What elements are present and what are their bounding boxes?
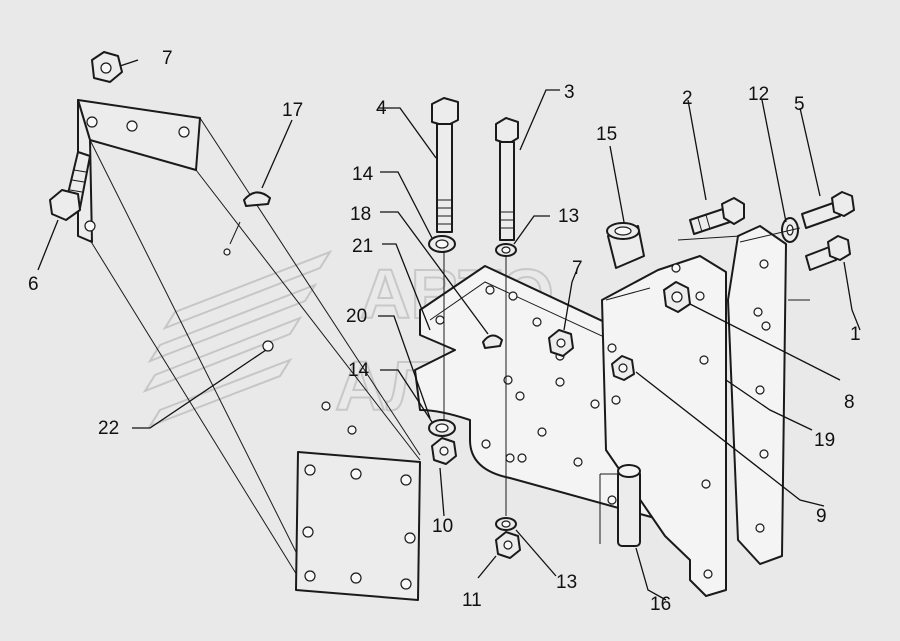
assembly-guide-lines bbox=[443, 227, 810, 516]
bolt-6-part bbox=[49, 151, 91, 221]
bushing-15-part bbox=[606, 222, 645, 269]
callout-7-middle: 7 bbox=[572, 258, 583, 279]
callout-7-top: 7 bbox=[162, 48, 173, 69]
callout-12: 12 bbox=[748, 84, 769, 105]
bolt-1-part bbox=[805, 235, 851, 271]
nut-8-part bbox=[663, 281, 691, 313]
nut-7-middle-part bbox=[548, 329, 574, 357]
nut-9-part bbox=[611, 355, 635, 381]
callout-14-lower: 14 bbox=[348, 360, 370, 381]
washer-14-top-part bbox=[428, 235, 456, 253]
nut-10-part bbox=[431, 437, 457, 465]
callout-22: 22 bbox=[98, 418, 119, 439]
watermark-logo bbox=[142, 249, 333, 429]
bolt-3-part bbox=[495, 117, 519, 241]
callout-16: 16 bbox=[650, 594, 671, 615]
callout-5: 5 bbox=[794, 94, 805, 115]
callout-20: 20 bbox=[346, 306, 367, 327]
callout-9: 9 bbox=[816, 506, 827, 527]
bolt-2-part bbox=[689, 197, 745, 235]
callout-1: 1 bbox=[850, 324, 861, 345]
washer-14-lower-part bbox=[428, 419, 456, 437]
end-plate-part bbox=[295, 451, 421, 601]
plug-18-part bbox=[482, 334, 503, 349]
leader-lines bbox=[37, 59, 861, 601]
callout-6: 6 bbox=[28, 274, 39, 295]
callout-18: 18 bbox=[350, 204, 371, 225]
callout-19: 19 bbox=[814, 430, 835, 451]
washer-13-lower-part bbox=[495, 517, 517, 531]
callout-10: 10 bbox=[432, 516, 453, 537]
bolt-4-part bbox=[431, 97, 459, 233]
callout-4: 4 bbox=[376, 98, 387, 119]
washer-13-top-part bbox=[495, 243, 517, 257]
callout-17: 17 bbox=[282, 100, 303, 121]
callout-21: 21 bbox=[352, 236, 373, 257]
rear-vertical-plate-part bbox=[727, 225, 787, 565]
callout-8: 8 bbox=[844, 392, 855, 413]
pin-16-part bbox=[599, 464, 641, 547]
nut-11-part bbox=[495, 531, 521, 559]
mounting-plate-part bbox=[601, 255, 727, 597]
nut-7-top-part bbox=[91, 51, 123, 83]
callout-14-top: 14 bbox=[352, 164, 374, 185]
callout-2: 2 bbox=[682, 88, 693, 109]
callout-3: 3 bbox=[564, 82, 575, 103]
bolt-5-part bbox=[801, 191, 855, 229]
callout-13-top: 13 bbox=[558, 206, 579, 227]
plug-17-part bbox=[223, 191, 271, 256]
callout-11: 11 bbox=[462, 590, 482, 611]
callout-labels: 7 6 17 4 3 14 18 21 20 14 13 7 15 2 12 5… bbox=[28, 48, 861, 615]
callout-15: 15 bbox=[596, 124, 617, 145]
callout-13-lower: 13 bbox=[556, 572, 577, 593]
